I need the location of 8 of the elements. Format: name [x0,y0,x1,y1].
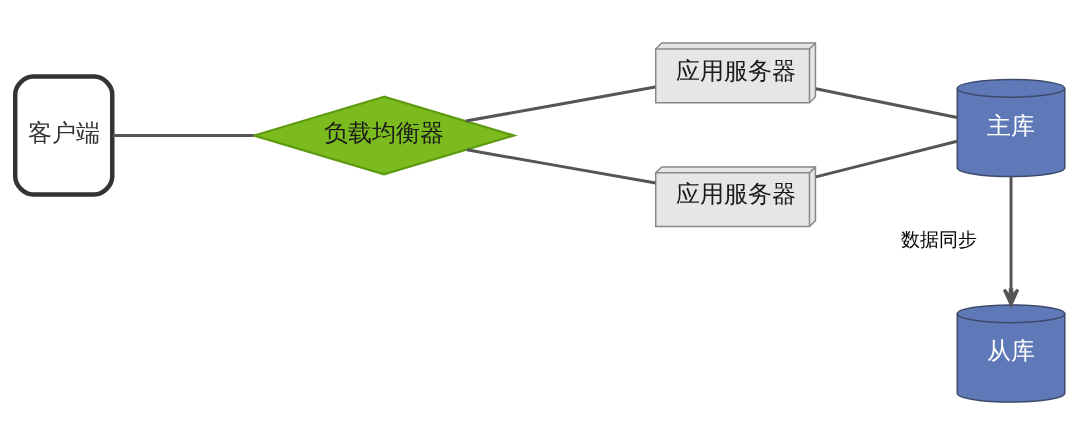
connector [112,134,254,138]
connector [465,85,656,123]
node-box: 客户端 [13,74,115,197]
connector [815,139,958,179]
connector [466,148,656,185]
arrow [1002,176,1020,307]
connector [815,87,958,119]
edge-label: 数据同步 [900,227,977,251]
